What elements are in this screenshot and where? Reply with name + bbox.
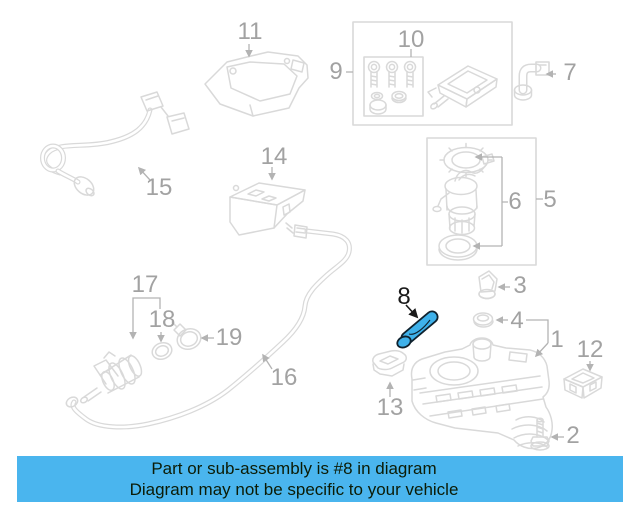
banner-line-2: Diagram may not be specific to your vehi…: [129, 480, 459, 499]
part-1-tank-drawing: [410, 337, 553, 450]
part-8-highlighted-drawing: [396, 310, 439, 349]
part-16-pipe-drawing: [65, 222, 352, 430]
part-19-clamp-drawing: [171, 321, 202, 351]
part-13-drawing: [372, 349, 407, 377]
banner-line-1: Part or sub-assembly is #8 in diagram: [151, 459, 437, 478]
part-15-harness-drawing: [40, 91, 190, 197]
kit-box-9-10-drawing: [352, 21, 513, 126]
part-label-8-highlighted: 8: [397, 283, 411, 310]
part-14-bracket-drawing: [229, 182, 306, 236]
part-label-3: 3: [513, 272, 527, 299]
part-label-16: 16: [270, 364, 298, 391]
part-12-drawing: [563, 368, 603, 399]
part-label-2: 2: [566, 422, 580, 449]
part-3-valve-drawing: [478, 270, 498, 300]
part-label-11: 11: [237, 18, 263, 45]
part-label-5: 5: [543, 186, 557, 213]
part-label-10: 10: [397, 26, 425, 53]
callout-arrows: [129, 44, 594, 441]
part-label-14: 14: [260, 143, 288, 170]
part-4-grommet-drawing: [472, 312, 494, 328]
callout-1-arrow: [534, 342, 549, 358]
callout-8: [405, 304, 419, 319]
assembly-box-5-6-drawing: [426, 137, 537, 266]
callout-15: [137, 166, 151, 181]
vehicle-note-banner: Part or sub-assembly is #8 in diagram Di…: [17, 456, 623, 502]
part-label-9: 9: [329, 58, 343, 85]
part-label-1: 1: [550, 326, 564, 353]
callout-17-bracket: [129, 297, 161, 340]
part-label-17: 17: [131, 271, 159, 298]
part-label-15: 15: [145, 174, 173, 201]
callout-6-bracket: [501, 157, 508, 246]
part-label-19: 19: [215, 324, 243, 351]
part-label-13: 13: [376, 394, 404, 421]
callout-1-bracket: [526, 319, 549, 343]
part-11-cover-drawing: [204, 51, 309, 117]
part-label-7: 7: [563, 59, 577, 86]
part-label-12: 12: [576, 336, 604, 363]
part-7-elbow-drawing: [513, 61, 550, 101]
part-18-seal-drawing: [151, 341, 173, 361]
module-drawing: [427, 65, 498, 110]
part-label-4: 4: [510, 307, 524, 334]
bolt-icons: [367, 60, 417, 88]
part-17-pump-drawing: [79, 351, 143, 404]
part-label-18: 18: [148, 306, 176, 333]
part-label-6: 6: [508, 188, 522, 215]
callout-16: [262, 353, 273, 370]
